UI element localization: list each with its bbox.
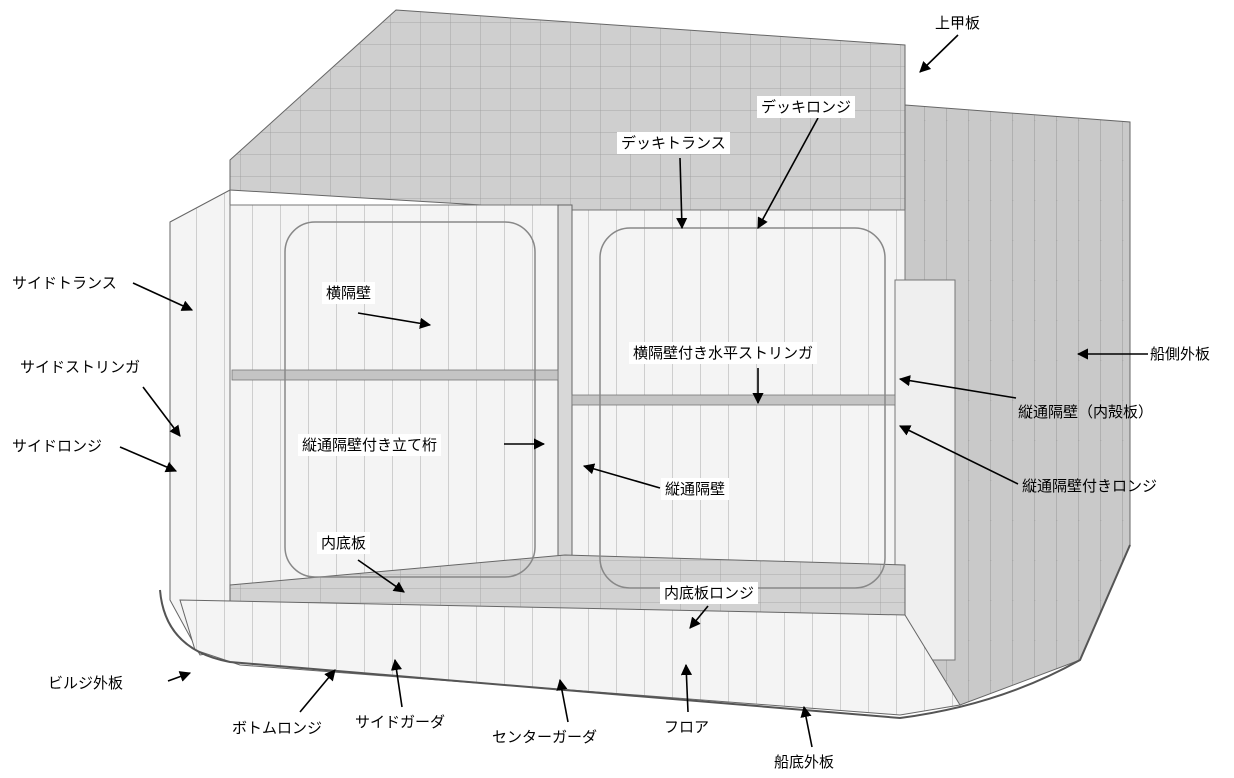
arrow-bilge-shell [167, 671, 192, 682]
left-side-frame [169, 189, 231, 656]
label-deck-transverse: デッキトランス [617, 132, 730, 154]
label-side-girder: サイドガーダ [355, 713, 446, 731]
arrow-transverse-bulkhead [357, 312, 432, 329]
label-inner-bottom: 内底板 [317, 532, 371, 554]
label-transverse-bulkhead: 横隔壁 [322, 282, 376, 304]
label-upper-deck: 上甲板 [935, 14, 981, 32]
arrow-side-girder [390, 658, 403, 708]
label-bottom-longitudinal: ボトムロンジ [232, 719, 323, 737]
arrow-side-stringer [142, 386, 181, 437]
leader-arrows [119, 34, 1148, 748]
left-hold-interior [229, 204, 566, 616]
double-bottom [179, 599, 961, 716]
hull-structure [159, 9, 1131, 720]
arrow-deck-transverse [676, 157, 688, 230]
arrow-side-longitudinal [119, 446, 178, 473]
label-inner-bottom-longitudinal: 内底板ロンジ [660, 582, 759, 604]
arrow-bottom-longitudinal [299, 669, 336, 713]
arrow-inner-bottom [357, 559, 405, 593]
arrow-longitudinal-bulkhead [582, 463, 661, 489]
left-hold-opening [284, 221, 536, 578]
label-lbhd-longitudinal: 縦通隔壁付きロンジ [1022, 477, 1158, 495]
label-side-shell: 船側外板 [1150, 345, 1211, 363]
label-side-transverse: サイドトランス [12, 274, 117, 292]
label-deck-longitudinal: デッキロンジ [757, 96, 856, 118]
label-side-longitudinal: サイドロンジ [12, 437, 103, 455]
arrow-side-transverse [132, 282, 194, 311]
right-hold-interior [564, 209, 906, 621]
label-longitudinal-bulkhead: 縦通隔壁 [661, 478, 730, 500]
label-tbhd-horizontal-stringer: 横隔壁付き水平ストリンガ [629, 342, 818, 364]
label-lbhd-vertical-web: 縦通隔壁付き立て桁 [298, 434, 442, 456]
label-bottom-shell: 船底外板 [774, 753, 835, 771]
label-center-girder: センターガーダ [492, 728, 598, 746]
horizontal-stringer-left [231, 369, 559, 381]
arrow-lbhd-longitudinal [898, 425, 1019, 485]
label-side-stringer: サイドストリンガ [20, 358, 141, 376]
arrow-inner-bottom-longitudinal [689, 605, 709, 629]
arrow-deck-longitudinal [757, 117, 819, 229]
arrow-floor [680, 663, 693, 713]
label-bilge-shell: ビルジ外板 [48, 674, 124, 692]
arrow-upper-deck [919, 34, 959, 73]
bottom-shell-outline [159, 544, 1131, 720]
arrow-longitudinal-bulkhead-inner-hull [898, 375, 1017, 399]
arrow-center-girder [556, 678, 569, 723]
label-floor: フロア [664, 718, 710, 736]
horizontal-stringer-right [571, 394, 896, 406]
arrow-bottom-shell [800, 705, 813, 748]
label-longitudinal-bulkhead-inner-hull: 縦通隔壁（内殻板） [1018, 403, 1154, 421]
